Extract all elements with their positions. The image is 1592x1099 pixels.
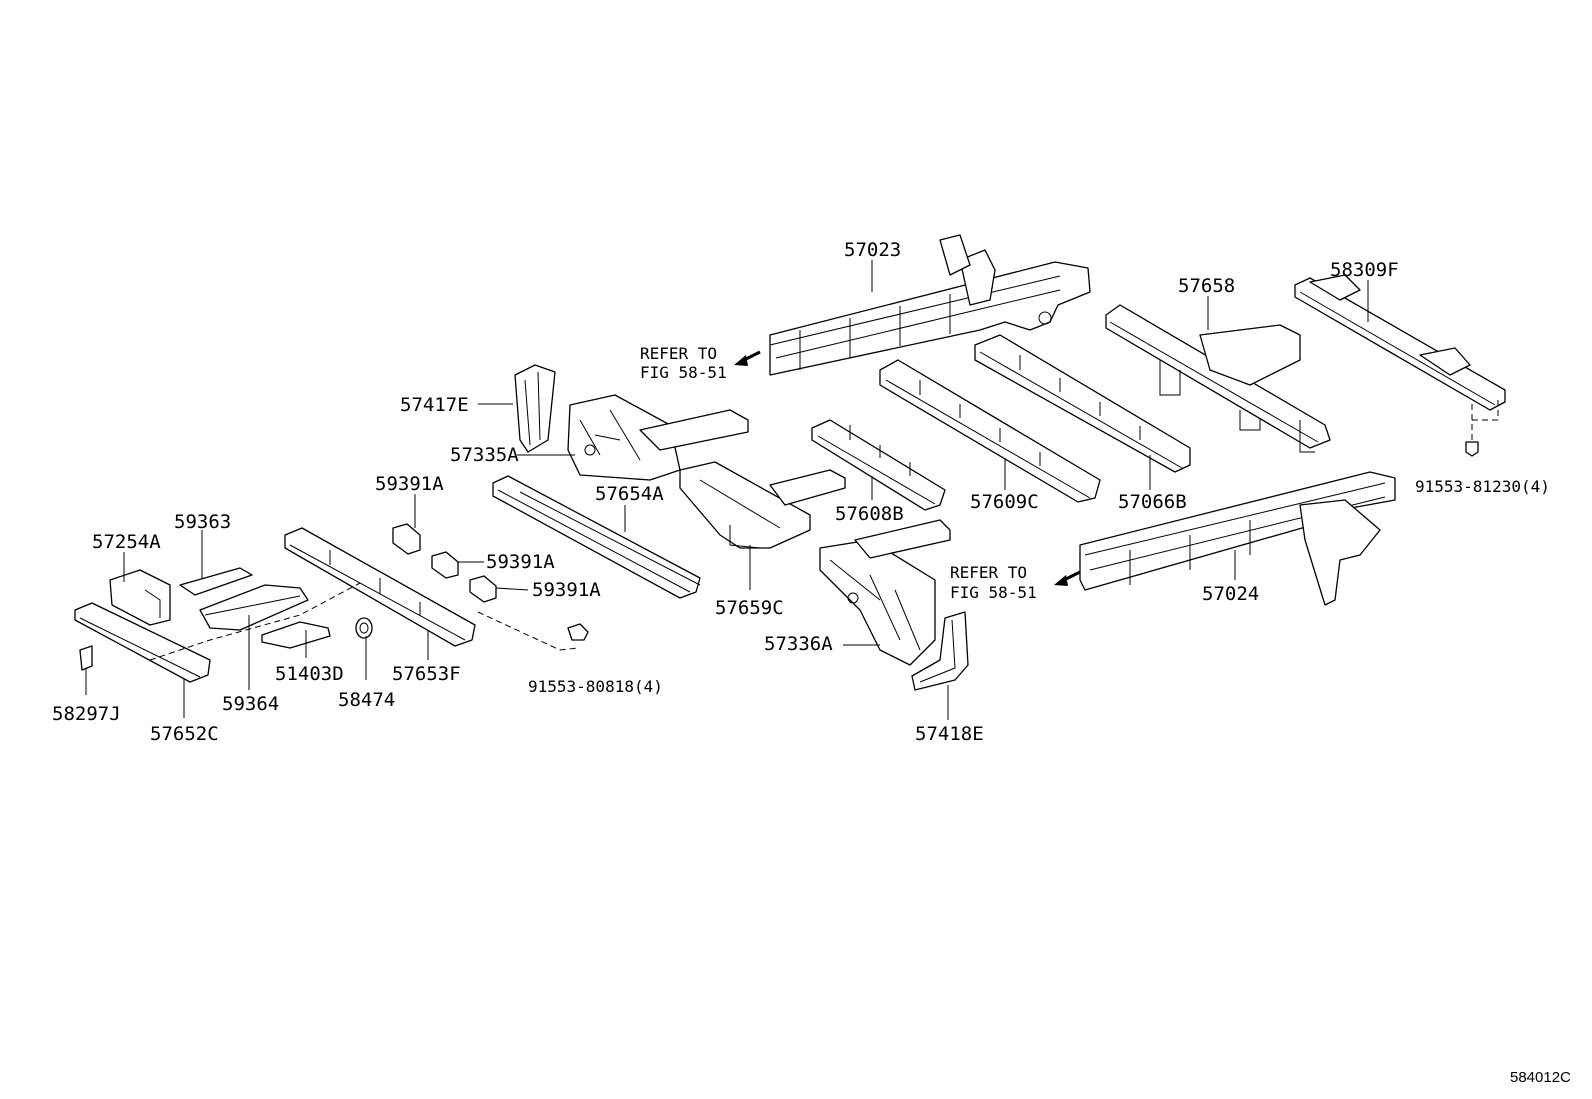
label-91553-80818[interactable]: 91553-80818(4) [528,677,663,696]
part-59364-member[interactable] [199,584,309,631]
part-59391A-clip-1[interactable] [392,523,421,555]
label-57336A[interactable]: 57336A [764,633,833,655]
part-59391A-clip-2[interactable] [431,551,459,579]
label-57652C[interactable]: 57652C [150,723,219,745]
refer-note-1-line1: REFER TO [640,344,717,363]
part-58474-grommet[interactable] [355,617,373,639]
part-57659C-bracket[interactable] [679,461,846,549]
part-59391A-clip-3[interactable] [469,575,497,603]
part-57658-crossmember[interactable] [1105,304,1331,453]
label-57658[interactable]: 57658 [1178,275,1235,297]
label-57418E[interactable]: 57418E [915,723,984,745]
part-labels: 57023 57658 58309F 57417E 57335A 59391A … [52,239,1550,745]
label-57609C[interactable]: 57609C [970,491,1039,513]
refer-note-1[interactable]: REFER TO FIG 58-51 [640,344,727,382]
part-57335A-frame[interactable] [567,394,749,481]
label-59363[interactable]: 59363 [174,511,231,533]
part-57336A-frame[interactable] [819,519,951,666]
label-57023[interactable]: 57023 [844,239,901,261]
label-57608B[interactable]: 57608B [835,503,904,525]
part-57653F-crossmember[interactable] [284,527,476,647]
part-91553-80818-bolt[interactable] [567,623,589,641]
label-58309F[interactable]: 58309F [1330,259,1399,281]
refer-arrow-1 [734,350,761,366]
part-51403D-plate[interactable] [261,621,331,649]
label-91553-81230[interactable]: 91553-81230(4) [1415,477,1550,496]
part-57608B-member[interactable] [811,419,946,511]
part-57024-rail[interactable] [1079,471,1396,606]
dashed-lines [149,400,1499,661]
part-59363-plate[interactable] [179,567,253,596]
label-57254A[interactable]: 57254A [92,531,161,553]
label-58297J[interactable]: 58297J [52,703,121,725]
label-51403D[interactable]: 51403D [275,663,344,685]
label-58474[interactable]: 58474 [338,689,395,711]
part-57023-rail[interactable] [769,234,1091,376]
refer-note-2-line2: FIG 58-51 [950,583,1037,602]
label-59391A-1[interactable]: 59391A [375,473,444,495]
part-58309F-bracket[interactable] [1294,274,1506,411]
label-57659C[interactable]: 57659C [715,597,784,619]
part-58297J-tab[interactable] [79,645,93,671]
label-57653F[interactable]: 57653F [392,663,461,685]
refer-note-2[interactable]: REFER TO FIG 58-51 [950,563,1037,602]
part-57066B-rail[interactable] [974,334,1191,473]
refer-arrow-2 [1054,570,1081,586]
part-57652C-member[interactable] [74,602,211,683]
label-59391A-3[interactable]: 59391A [532,579,601,601]
part-57417E-bracket[interactable] [514,364,556,453]
label-59391A-2[interactable]: 59391A [486,551,555,573]
label-57417E[interactable]: 57417E [400,394,469,416]
leader-lines [85,260,1369,720]
refer-note-2-line1: REFER TO [950,563,1027,582]
label-57066B[interactable]: 57066B [1118,491,1187,513]
label-57335A[interactable]: 57335A [450,444,519,466]
part-57254A-bracket[interactable] [109,569,171,626]
part-57609C-rail[interactable] [879,359,1101,503]
label-57654A[interactable]: 57654A [595,483,664,505]
refer-note-1-line2: FIG 58-51 [640,363,727,382]
label-57024[interactable]: 57024 [1202,583,1259,605]
part-91553-81230-bolt[interactable] [1465,441,1479,457]
part-57654A-sill[interactable] [492,475,701,599]
part-57418E-bracket[interactable] [911,611,969,691]
diagram-code: 584012C [1510,1069,1571,1086]
label-59364[interactable]: 59364 [222,693,279,715]
